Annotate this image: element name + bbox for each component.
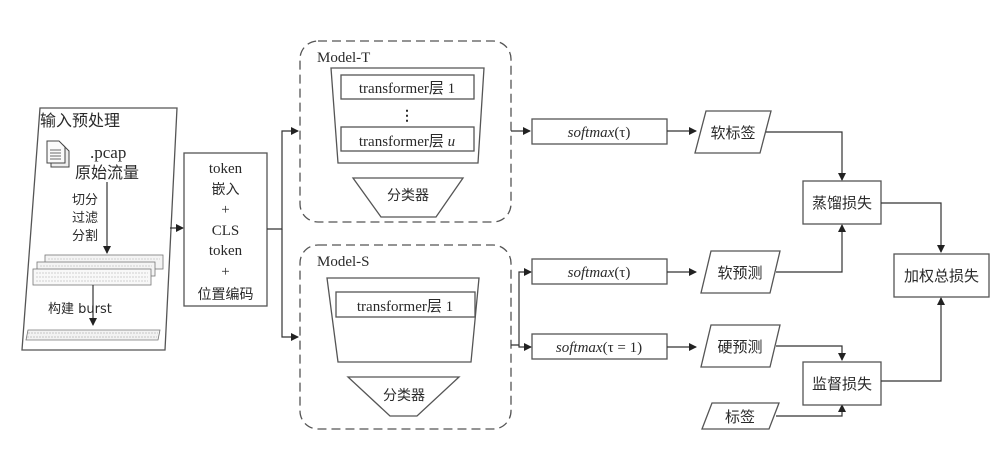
teacher-model: Model-T transformer层 1 ⋮ transformer层 u … (299, 40, 512, 223)
supervised-loss-box (802, 361, 882, 406)
distill-loss-label: 蒸馏损失 (812, 194, 872, 212)
supervised-loss-label: 监督损失 (812, 375, 872, 393)
arrow-label-to-supervised (776, 404, 846, 417)
student-soft-softmax-box (531, 258, 668, 285)
student-model-label: Model-S (317, 254, 370, 270)
pcap-file-icon (46, 140, 70, 168)
teacher-softmax-label: softmax(τ) (568, 125, 631, 141)
embedding-line-plus-2: + (221, 264, 229, 280)
soft-pred-box (700, 250, 781, 294)
embedding-line-token: token (209, 161, 243, 177)
soft-label-text: 软标签 (710, 124, 755, 142)
embedding-frame (183, 152, 268, 307)
student-model: Model-S transformer层 1 分类器 (299, 244, 512, 430)
student-hard-softmax-label: softmax(τ = 1) (556, 340, 642, 356)
embedding-line-token-2: token (209, 243, 243, 259)
arrow-embedding-to-student (281, 229, 299, 341)
embedding-line-embed: 嵌入 (212, 182, 240, 198)
distill-loss-box (802, 180, 882, 225)
teacher-layer-u-label: transformer层 u (359, 134, 455, 150)
arrow-student-to-soft-softmax (511, 268, 532, 346)
embedding-line-cls: CLS (212, 223, 240, 239)
arrow-soft-label-to-distill (766, 131, 846, 181)
raw-traffic-label: 原始流量 (75, 163, 139, 182)
total-loss-box (893, 253, 990, 298)
teacher-model-frame (299, 40, 512, 223)
arrow-hard-pred-to-supervised (776, 345, 846, 361)
student-classifier-label: 分类器 (383, 388, 425, 404)
student-encoder-trapezoid (326, 277, 480, 363)
embedding-line-plus-1: + (221, 202, 229, 218)
arrow-distill-to-total (881, 202, 945, 253)
embedding-block: token 嵌入 + CLS token + 位置编码 (183, 152, 268, 307)
arrow-embedding-to-teacher (267, 127, 299, 230)
teacher-classifier (351, 177, 465, 218)
student-classifier (346, 376, 461, 417)
preprocess-title: 输入预处理 (40, 111, 120, 130)
packet-tables-icon (32, 254, 164, 286)
embedding-line-position: 位置编码 (198, 287, 254, 303)
label-box (701, 402, 780, 430)
student-soft-softmax-label: softmax(τ) (568, 265, 631, 281)
pcap-label: .pcap (90, 143, 126, 162)
hard-pred-box (700, 324, 781, 368)
step-split: 切分 (72, 193, 98, 208)
teacher-layer-u (340, 126, 475, 152)
hard-pred-text: 硬预测 (717, 338, 762, 356)
student-model-frame (299, 244, 512, 430)
burst-sequence-icon (25, 329, 161, 341)
teacher-softmax-box (531, 118, 668, 145)
soft-pred-text: 软预测 (717, 264, 762, 282)
teacher-layer-1-label: transformer层 1 (359, 81, 455, 97)
teacher-layers-ellipsis: ⋮ (400, 109, 414, 124)
teacher-layer-1 (340, 74, 475, 100)
teacher-classifier-label: 分类器 (387, 188, 429, 204)
arrow-student-to-hard-softmax (518, 343, 532, 351)
build-burst-label: 构建 burst (48, 302, 112, 317)
preprocess-frame (21, 107, 178, 351)
arrow-supervised-to-total (881, 297, 945, 382)
label-text: 标签 (725, 408, 755, 426)
input-preprocessing-block: 输入预处理 .pcap 原始流量 切分 过滤 分割 构建 burst (21, 107, 178, 351)
step-filter: 过滤 (72, 211, 98, 226)
student-layer-1 (335, 291, 476, 318)
step-segment: 分割 (72, 228, 98, 244)
student-layer-1-label: transformer层 1 (357, 299, 453, 315)
total-loss-label: 加权总损失 (904, 267, 979, 285)
soft-label-box (694, 110, 772, 154)
teacher-model-label: Model-T (317, 50, 370, 66)
arrow-soft-pred-to-distill (776, 224, 846, 273)
